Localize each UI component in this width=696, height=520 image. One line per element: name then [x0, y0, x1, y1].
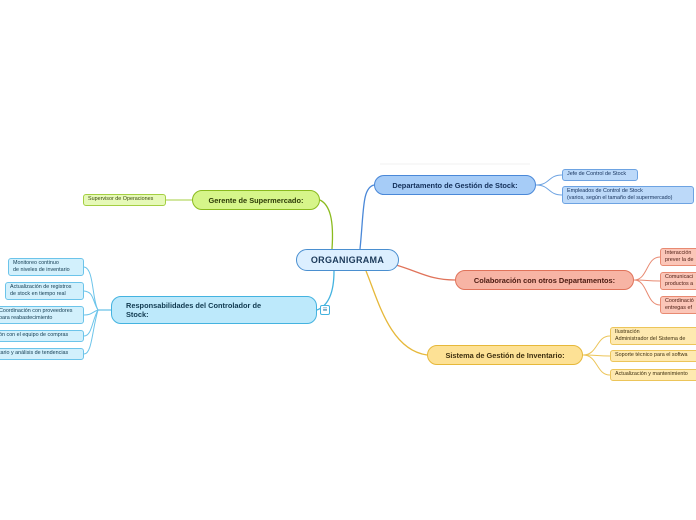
connector-gerente — [319, 199, 334, 250]
leaf-coordinacion-entregas[interactable]: Coordinació entregas ef — [660, 296, 696, 314]
connector-responsabilidades — [316, 270, 335, 311]
leaf-actualizacion-registros[interactable]: Actualización de registros de stock en t… — [5, 282, 84, 300]
leaf-soporte-tecnico[interactable]: Soporte técnico para el softwa — [610, 350, 696, 362]
leaf-interaccion[interactable]: Interacción prever la de — [660, 248, 696, 266]
leaf-analisis-tendencias[interactable]: tario y análisis de tendencias — [0, 348, 84, 360]
branch-gerente[interactable]: Gerente de Supermercado: — [192, 190, 320, 210]
leaf-equipo-compras[interactable]: ón con el equipo de compras — [0, 330, 84, 342]
leaf-comunicacion[interactable]: Comunicaci productos a — [660, 272, 696, 290]
branch-colaboracion[interactable]: Colaboración con otros Departamentos: — [455, 270, 634, 290]
branch-responsabilidades[interactable]: Responsabilidades del Controlador de Sto… — [111, 296, 317, 324]
leaf-supervisor[interactable]: Supervisor de Operaciones — [83, 194, 166, 206]
connector-sistema — [365, 270, 428, 356]
leaf-empleados-control[interactable]: Empleados de Control de Stock (varios, s… — [562, 186, 694, 204]
branch-departamento[interactable]: Departamento de Gestión de Stock: — [374, 175, 536, 195]
connector-departamento — [359, 184, 375, 250]
leaf-coordinacion-proveedores[interactable]: Coordinación con proveedores para reabas… — [0, 306, 84, 324]
menu-collapse-icon[interactable]: ≡ — [320, 305, 330, 315]
connector-colaboracion — [395, 264, 456, 281]
root-node[interactable]: ORGANIGRAMA — [296, 249, 399, 271]
branch-sistema[interactable]: Sistema de Gestión de Inventario: — [427, 345, 583, 365]
leaf-jefe-control[interactable]: Jefe de Control de Stock — [562, 169, 638, 181]
leaf-ilustracion-admin[interactable]: Ilustración Administrador del Sistema de — [610, 327, 696, 345]
leaf-actualizacion-mantenimiento[interactable]: Actualización y mantenimiento — [610, 369, 696, 381]
leaf-monitoreo[interactable]: Monitoreo continuo de niveles de inventa… — [8, 258, 84, 276]
